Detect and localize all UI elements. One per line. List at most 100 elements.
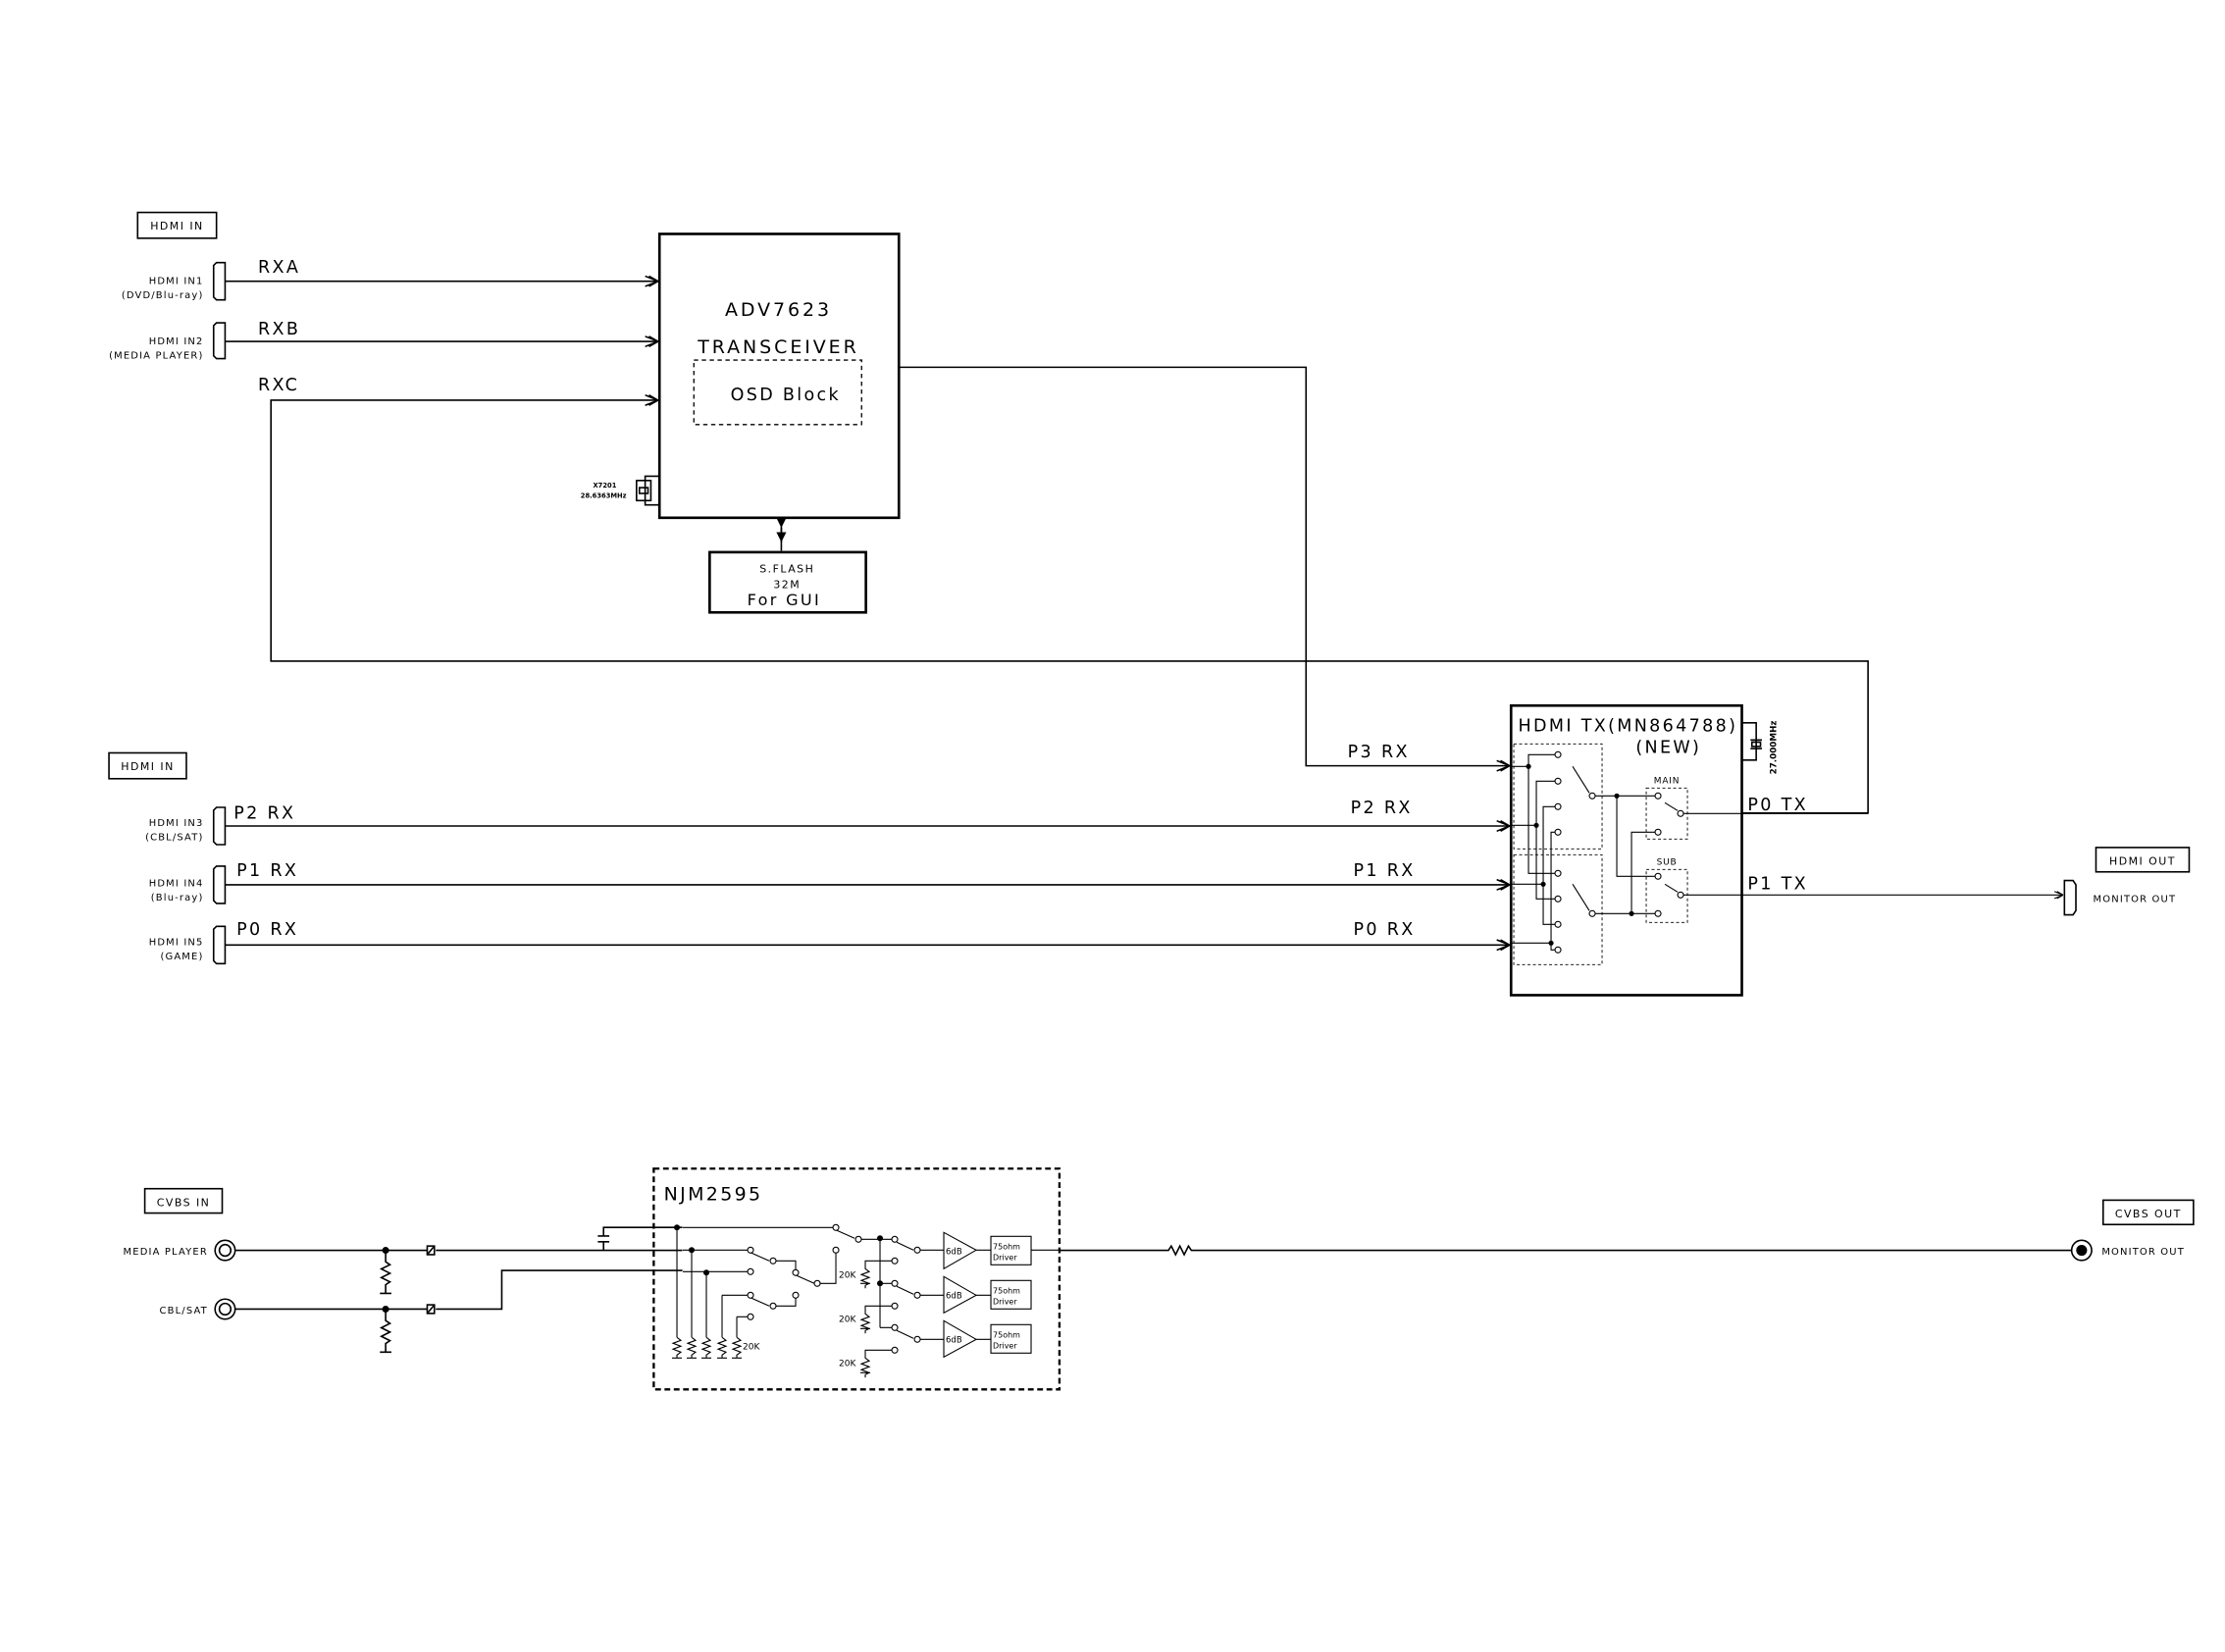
wire-p3rx [899,366,1510,765]
serial-flash: S.FLASH 32M For GUI [708,550,867,614]
switch-group-lower [1513,853,1603,965]
res-20k-2: 20K [839,1270,856,1280]
osd-block-label: OSD Block [731,386,841,405]
port-p3rx: P3 RX [1348,743,1410,762]
hdmi-connector-icon [212,322,227,360]
driver-label-3b: Driver [993,1341,1017,1350]
adv7623-type: TRANSCEIVER [697,336,858,358]
hdmi-in-header-box [136,211,218,239]
hdmi-tx-box [1509,703,1743,997]
hdmi-connector-icon [2063,879,2077,916]
cvbs-in-section: CVBS IN MEDIA PLAYER CBL/SAT [124,1187,683,1354]
crystal-ref: X7201 [593,482,616,490]
hdmi-connector-icon [212,925,227,965]
signal-p1rx-left: P1 RX [236,861,298,881]
hdmi-in2-source: (MEDIA PLAYER) [109,351,203,362]
flash-box [708,550,867,614]
rca-jack-icon [2070,1239,2093,1262]
capacitor-icon [426,1304,436,1315]
hdmi-in-header-2: HDMI IN [121,760,175,773]
driver-label-1b: Driver [993,1253,1017,1262]
hdmi-out-header: HDMI OUT [2109,854,2176,867]
cvbs-in-cbl-sat: CBL/SAT [160,1306,208,1316]
amp-gain-1: 6dB [946,1247,962,1257]
hdmi-in4-source: (Blu-ray) [151,893,204,903]
adv7623-transceiver: ADV7623 TRANSCEIVER OSD Block X7201 28.6… [581,232,1510,765]
cvbs-in-header-box [143,1187,224,1214]
75ohm-driver: 75ohm Driver [990,1323,1032,1354]
cvbs-in-header: CVBS IN [157,1196,211,1209]
rca-jack-icon [214,1239,236,1262]
hdmi-in3-source: (CBL/SAT) [145,833,203,844]
capacitor-icon [426,1245,436,1256]
cvbs-monitor-out: MONITOR OUT [2101,1247,2185,1258]
flash-line1: S.FLASH [759,562,814,575]
resistor-icon [379,1309,392,1354]
crystal-icon [1741,721,1762,761]
hdmi-out-header-box [2095,847,2191,873]
signal-p0rx-left: P0 RX [236,920,298,940]
hdmi-connector-icon [212,865,227,904]
hdmi-in2-label: HDMI IN2 [149,336,204,347]
amplifier-6db: 6dB [943,1319,978,1359]
capacitor-icon [597,1226,683,1251]
75ohm-driver: 75ohm Driver [990,1235,1032,1265]
75ohm-driver: 75ohm Driver [990,1279,1032,1310]
sub-switch-box [1645,868,1688,923]
driver-label-1a: 75ohm [993,1242,1020,1251]
sub-label: SUB [1657,857,1678,867]
adv7623-name: ADV7623 [725,299,832,321]
res-20k-1: 20K [743,1342,760,1352]
cvbs-out-header-box [2101,1199,2195,1226]
res-20k-4: 20K [839,1359,856,1368]
flash-line3: For GUI [748,591,822,609]
wire-rxc-loop [270,400,1869,814]
port-p1tx: P1 TX [1747,874,1808,894]
hdmi-connector-icon [212,261,227,301]
port-p0tx: P0 TX [1747,796,1808,815]
cvbs-out-header: CVBS OUT [2115,1208,2182,1220]
port-p2rx: P2 RX [1351,799,1413,818]
switch-contact [1554,750,1562,954]
njm2595-name: NJM2595 [664,1183,763,1205]
njm2595-internals: 20K 20K 20K 20K [671,1223,1061,1378]
cvbs-in-media-player: MEDIA PLAYER [124,1247,208,1258]
hdmi-in4-label: HDMI IN4 [149,878,204,889]
hdmi-tx-title: HDMI TX(MN864788) [1519,717,1738,737]
driver-label-2a: 75ohm [993,1286,1020,1295]
hdmi-in1-label: HDMI IN1 [149,277,204,287]
driver-label-2b: Driver [993,1297,1017,1306]
res-20k-3: 20K [839,1315,856,1324]
port-p1rx: P1 RX [1354,861,1416,881]
signal-rxa: RXA [258,258,300,278]
hdmi-monitor-out: MONITOR OUT [2094,894,2177,904]
signal-p2rx-left: P2 RX [233,804,295,824]
resistor-array [671,1336,743,1359]
main-label: MAIN [1654,776,1681,786]
flash-line2: 32M [773,578,801,591]
cvbs-out-section: CVBS OUT MONITOR OUT [1059,1199,2195,1262]
rca-jack-icon [214,1298,236,1320]
hdmi-in-header: HDMI IN [150,220,204,232]
osd-block-box [693,359,862,426]
hdmi-in5-source: (GAME) [160,952,203,962]
crystal-icon [636,475,660,506]
resistor-icon [379,1250,392,1295]
hdmi-in3-label: HDMI IN3 [149,818,204,829]
wire-cvbs-cbl [234,1269,683,1311]
crystal-freq: 28.6363MHz [581,491,627,499]
hdmi-connector-icon [212,806,227,846]
amplifier-6db: 6dB [943,1231,978,1270]
amplifier-6db: 6dB [943,1275,978,1315]
tx-crystal-freq: 27.000MHz [1770,721,1780,775]
hdmi-in-header-box [108,751,187,780]
wire-cvbs-out [1059,1244,2072,1257]
driver-label-3a: 75ohm [993,1330,1020,1339]
hdmi-tx-chip: HDMI TX(MN864788) (NEW) 27.000MHz [1509,703,2064,997]
hdmi-out-section: HDMI OUT MONITOR OUT [2063,847,2191,916]
hdmi-in-bottom-section: HDMI IN HDMI IN3 (CBL/SAT) P2 RX HDMI IN… [108,743,1510,965]
hdmi-in1-source: (DVD/Blu-ray) [122,290,204,301]
adv7623-box [657,232,901,520]
hdmi-tx-subtitle: (NEW) [1635,738,1701,757]
